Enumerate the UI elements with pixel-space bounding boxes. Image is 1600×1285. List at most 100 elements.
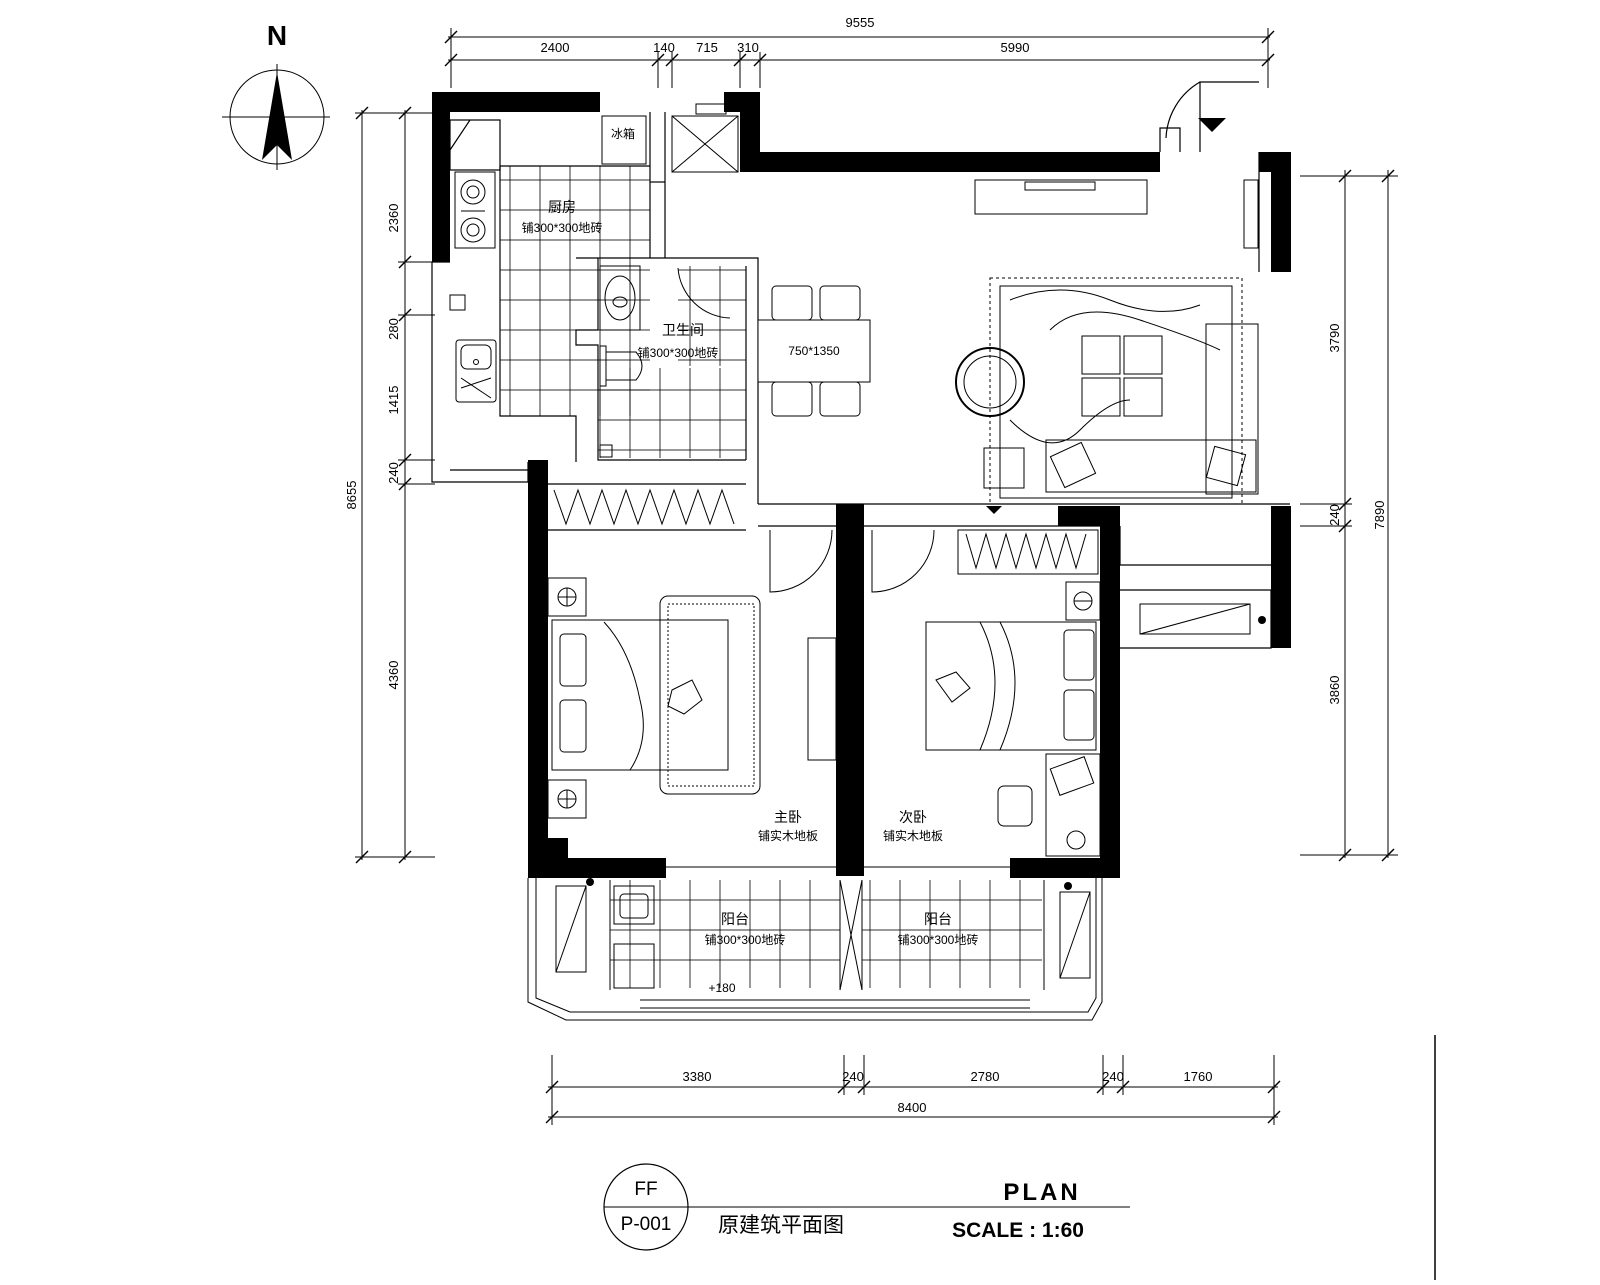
dimension-lines bbox=[355, 28, 1398, 1125]
tv-stand-icon bbox=[807, 637, 837, 761]
pipe-icon-2 bbox=[1064, 882, 1072, 890]
fridge-icon bbox=[601, 115, 647, 165]
dim-top-seg-1: 2400 bbox=[541, 40, 570, 55]
laundry-sink-icon bbox=[613, 943, 655, 989]
dim-top-seg-3: 715 bbox=[696, 40, 718, 55]
planter-icon bbox=[555, 885, 587, 973]
dining-table-size: 750*1350 bbox=[788, 344, 840, 358]
desk-chair-icon bbox=[997, 785, 1033, 827]
coffee-table-icon bbox=[1081, 335, 1121, 375]
step-marker-icon bbox=[986, 506, 1002, 514]
fridge-label: 冰箱 bbox=[611, 126, 635, 141]
north-arrow-icon bbox=[262, 72, 292, 160]
laptop-icon bbox=[1049, 756, 1095, 796]
sofa-icon bbox=[1205, 323, 1259, 495]
master-bedroom bbox=[547, 577, 837, 819]
bed-frame bbox=[659, 595, 761, 795]
dim-left-seg-3: 1415 bbox=[386, 386, 401, 415]
area-rug bbox=[999, 285, 1233, 499]
dim-bottom-seg-4: 240 bbox=[1102, 1069, 1124, 1084]
single-bed-icon bbox=[925, 621, 1097, 751]
title-block: FF P-001 原建筑平面图 PLAN SCALE : 1:60 bbox=[603, 1035, 1436, 1280]
dim-left-seg-5: 4360 bbox=[386, 661, 401, 690]
pipe-icon-3 bbox=[1258, 616, 1266, 624]
planter-icon-2 bbox=[1059, 891, 1091, 979]
shower-door-swing bbox=[677, 267, 731, 319]
dim-top-seg-4: 310 bbox=[737, 40, 759, 55]
dimension-ticks bbox=[355, 30, 1395, 1124]
nightstand-icon-2 bbox=[547, 779, 587, 819]
second-bedroom-label: 次卧 bbox=[899, 809, 927, 825]
toilet-icon bbox=[599, 345, 643, 387]
balcony-right-tile-floor bbox=[862, 880, 1042, 988]
bathroom: 卫生间 铺300*300地砖 bbox=[599, 265, 731, 458]
entrance-arrow-icon bbox=[1198, 118, 1226, 132]
balcony-left-floor-note: 铺300*300地砖 bbox=[705, 932, 786, 947]
drawing-code-bottom: P-001 bbox=[621, 1214, 672, 1235]
sofa-icon-2 bbox=[1045, 439, 1257, 493]
drawing-name: 原建筑平面图 bbox=[718, 1214, 844, 1237]
bathroom-tile-floor bbox=[598, 368, 746, 458]
pipe-shaft-icon bbox=[671, 103, 739, 173]
bathroom-shower-tile bbox=[678, 266, 746, 366]
dim-top-seg-2: 140 bbox=[653, 40, 675, 55]
balcony-right-floor-note: 铺300*300地砖 bbox=[898, 932, 979, 947]
phone-stand-icon bbox=[983, 447, 1025, 489]
balconies bbox=[527, 603, 1251, 1021]
dining-chair-icon bbox=[771, 285, 861, 417]
dim-right-seg-3: 3860 bbox=[1327, 676, 1342, 705]
dining-set: 750*1350 bbox=[757, 285, 871, 417]
fridge-area: 冰箱 bbox=[601, 115, 647, 165]
desk-icon bbox=[1045, 753, 1101, 857]
master-bedroom-label: 主卧 bbox=[774, 809, 802, 825]
kitchen-sink-icon bbox=[455, 339, 497, 403]
north-compass: N bbox=[222, 20, 330, 170]
dim-bottom-total: 8400 bbox=[898, 1100, 927, 1115]
pipe-icon bbox=[586, 878, 594, 886]
dim-right-seg-1: 3790 bbox=[1327, 324, 1342, 353]
kitchen: 厨房 铺300*300地砖 bbox=[449, 171, 603, 403]
floor-tiles bbox=[500, 166, 1042, 988]
bathroom-label: 卫生间 bbox=[662, 322, 704, 338]
nightstand-icon bbox=[547, 577, 587, 617]
wash-basin-icon bbox=[599, 265, 641, 331]
plan-label: PLAN bbox=[1003, 1179, 1080, 1206]
wardrobe-second bbox=[957, 529, 1099, 575]
dim-right-seg-2: 240 bbox=[1327, 504, 1342, 526]
second-bedroom-floor-note: 铺实木地板 bbox=[883, 828, 943, 843]
wardrobe-master bbox=[553, 488, 735, 526]
dim-bottom-seg-3: 2780 bbox=[971, 1069, 1000, 1084]
tv-cabinet bbox=[974, 179, 1148, 215]
floor-drain-icon bbox=[599, 444, 613, 458]
walls bbox=[432, 92, 1291, 878]
dim-left-seg-1: 2360 bbox=[386, 204, 401, 233]
balcony-right-label: 阳台 bbox=[924, 911, 952, 927]
second-bedroom bbox=[925, 581, 1101, 857]
dim-right-total: 7890 bbox=[1372, 501, 1387, 530]
gas-stove-icon bbox=[454, 171, 496, 249]
floor-drain-icon bbox=[449, 294, 466, 311]
dim-bottom-seg-1: 3380 bbox=[683, 1069, 712, 1084]
tv-icon bbox=[1024, 181, 1096, 191]
round-table-icon bbox=[955, 347, 1025, 417]
scale-label: SCALE : 1:60 bbox=[952, 1219, 1084, 1242]
planter-icon-3 bbox=[1139, 603, 1251, 635]
balcony-level-mark: +180 bbox=[708, 981, 735, 995]
dining-table bbox=[757, 319, 871, 383]
doors bbox=[769, 529, 935, 593]
master-bedroom-floor-note: 铺实木地板 bbox=[758, 828, 818, 843]
dim-left-seg-4: 240 bbox=[386, 462, 401, 484]
nightstand-icon bbox=[1065, 581, 1101, 621]
dim-left-seg-2: 280 bbox=[386, 318, 401, 340]
drawing-code-top: FF bbox=[634, 1179, 657, 1200]
balcony-left-label: 阳台 bbox=[721, 911, 749, 927]
double-bed-icon bbox=[551, 619, 729, 771]
dim-top-total: 9555 bbox=[846, 15, 875, 30]
washing-machine-icon bbox=[613, 885, 655, 925]
kitchen-floor-note: 铺300*300地砖 bbox=[522, 220, 603, 235]
dim-top-seg-5: 5990 bbox=[1001, 40, 1030, 55]
living-room bbox=[955, 179, 1259, 505]
kitchen-label: 厨房 bbox=[548, 199, 576, 215]
